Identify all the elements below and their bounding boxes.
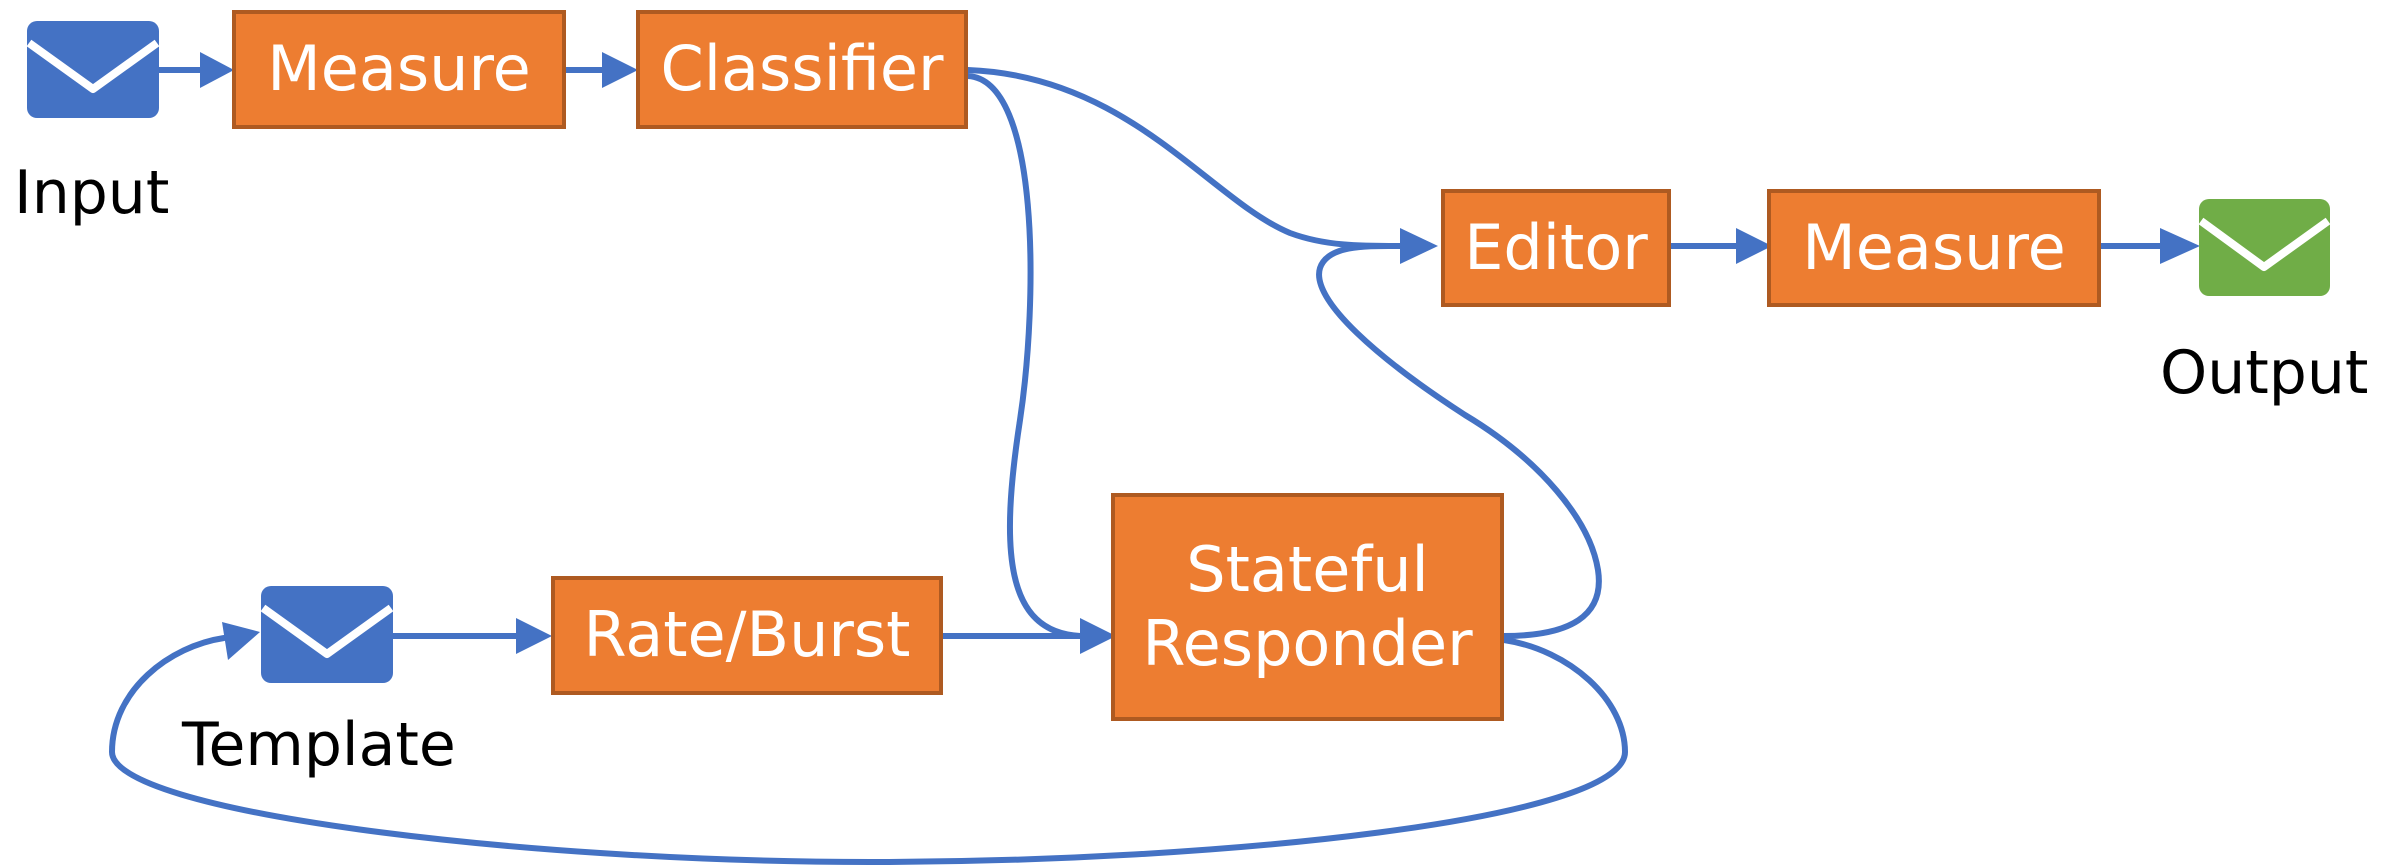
arrowhead-classifier-to-editor [1400, 228, 1438, 264]
measure-input-label: Measure [267, 32, 531, 106]
output-envelope-flap [2199, 217, 2330, 271]
arrowhead-input-to-measure [200, 52, 234, 88]
arrowhead-editor-to-measure [1736, 228, 1772, 264]
input-envelope-icon [27, 21, 159, 118]
editor-label: Editor [1464, 210, 1648, 284]
arrowhead-template-to-rate-burst [516, 618, 552, 654]
arrowhead-classifier-to-stateful-responder [1080, 618, 1116, 654]
arrowhead-stateful-responder-to-template [222, 622, 260, 660]
rate-burst-box: Rate/Burst [551, 576, 943, 695]
input-label: Input [14, 158, 170, 228]
arrowhead-measure-to-output [2160, 228, 2200, 264]
classifier-box: Classifier [636, 10, 968, 129]
output-envelope-body [2199, 199, 2330, 296]
stateful-responder-label-line2: Responder [1142, 607, 1473, 680]
template-label: Template [182, 710, 456, 780]
input-envelope-flap [27, 39, 159, 93]
edge-stateful-responder-to-template [109, 635, 1628, 865]
edge-classifier-to-editor [965, 67, 1403, 249]
editor-box: Editor [1441, 189, 1671, 307]
output-envelope-icon [2199, 199, 2330, 296]
stateful-responder-label-line1: Stateful [1186, 532, 1429, 606]
template-envelope-flap [261, 604, 393, 658]
template-envelope-icon [261, 586, 393, 683]
edge-stateful-responder-to-editor [1316, 242, 1602, 639]
output-label: Output [2160, 338, 2369, 408]
stateful-responder-box: Stateful Responder [1111, 493, 1504, 721]
measure-output-box: Measure [1767, 189, 2101, 307]
input-envelope-body [27, 21, 159, 118]
arrowhead-measure-to-classifier [602, 52, 638, 88]
classifier-label: Classifier [660, 32, 944, 106]
edge-classifier-to-stateful-responder [965, 73, 1083, 639]
measure-input-box: Measure [232, 10, 566, 129]
measure-output-label: Measure [1802, 210, 2066, 284]
template-envelope-body [261, 586, 393, 683]
rate-burst-label: Rate/Burst [583, 598, 911, 672]
